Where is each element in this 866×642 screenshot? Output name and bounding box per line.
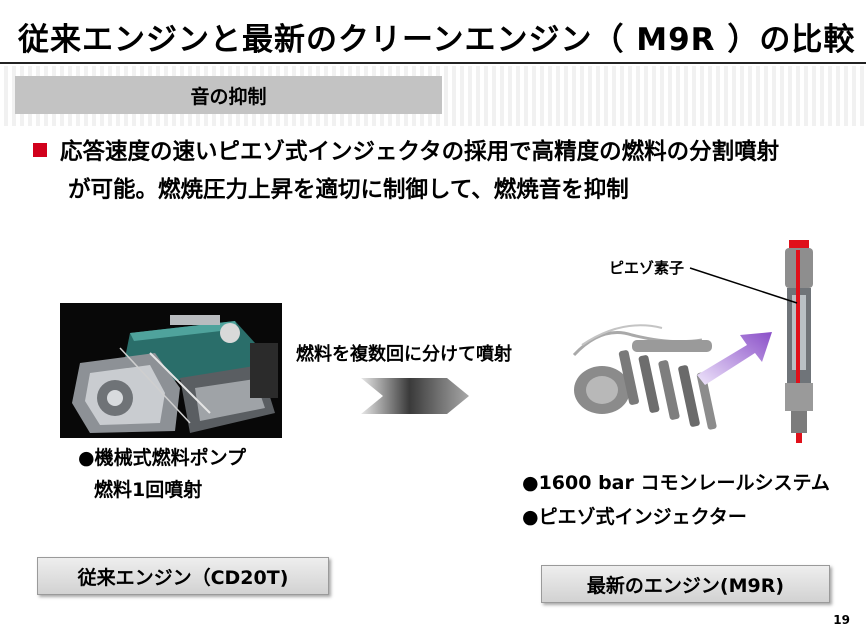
bullet-square-icon [33, 143, 47, 157]
bullet-line-2: が可能。燃焼圧力上昇を適切に制御して、燃焼音を抑制 [68, 177, 629, 203]
new-feature-1: ●1600 bar コモンレールシステム [522, 472, 830, 494]
subtitle-text: 音の抑制 [190, 85, 267, 108]
bullet-paragraph: 応答速度の速いピエゾ式インジェクタの採用で高精度の燃料の分割噴射 が可能。燃焼圧… [60, 133, 860, 209]
piezo-element-label: ピエゾ素子 [609, 259, 685, 277]
old-feature-1: ●機械式燃料ポンプ [78, 447, 247, 469]
new-engine-label: 最新のエンジン(M9R) [541, 565, 830, 603]
arrow-caption: 燃料を複数回に分けて噴射 [296, 344, 512, 365]
new-feature-2: ●ピエゾ式インジェクター [522, 506, 747, 528]
injector-group [618, 350, 717, 430]
old-engine-features: ●機械式燃料ポンプ 燃料1回噴射 [78, 442, 246, 506]
page-number: 19 [833, 613, 850, 627]
new-engine-label-text: 最新のエンジン(M9R) [586, 574, 785, 597]
old-feature-2: 燃料1回噴射 [94, 479, 203, 501]
gradient-arrow-icon [361, 378, 469, 414]
piezo-injector-illustration [785, 240, 813, 443]
common-rail-illustration [572, 324, 772, 430]
bullet-line-1: 応答速度の速いピエゾ式インジェクタの採用で高精度の燃料の分割噴射 [60, 139, 780, 165]
old-engine-label-text: 従来エンジン（CD20T) [77, 566, 289, 589]
old-engine-photo [60, 303, 282, 438]
title-underline [0, 62, 866, 64]
subtitle-box: 音の抑制 [15, 76, 442, 114]
engine-illustration [60, 303, 282, 438]
old-engine-label: 従来エンジン（CD20T) [37, 557, 329, 595]
slide-title: 従来エンジンと最新のクリーンエンジン（ M9R ）の比較 [18, 22, 856, 58]
new-engine-features: ●1600 bar コモンレールシステム ●ピエゾ式インジェクター [522, 466, 830, 534]
